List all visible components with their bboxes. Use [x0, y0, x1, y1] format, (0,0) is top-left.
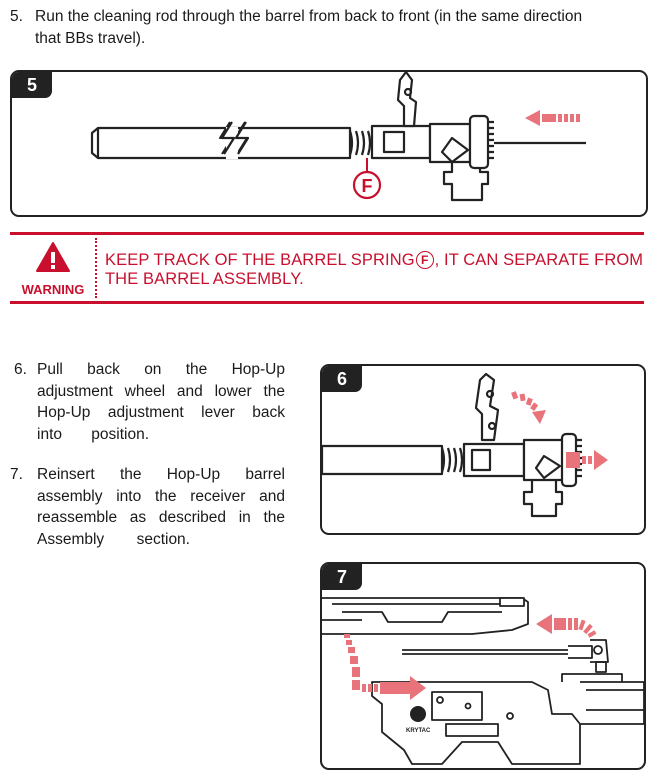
warning-divider — [95, 238, 97, 298]
step-7-line-3: reassemble as described in the — [37, 509, 285, 526]
step-7-line-1: Reinsert the Hop-Up barrel — [37, 466, 285, 483]
step-6-line-1: Pull back on the Hop-Up — [37, 361, 285, 378]
warning-text-line-2: THE BARREL ASSEMBLY. — [105, 270, 304, 288]
warning-callout-f: F — [415, 251, 434, 269]
step-6-text: Pull back on the Hop-Up adjustment wheel… — [37, 359, 285, 445]
step-5-number: 5. — [10, 8, 23, 25]
step-6-line-3: Hop-Up adjustment lever back — [37, 404, 285, 421]
hop-up-adjust-drawing — [322, 372, 608, 518]
warning-bottom-rule — [10, 301, 644, 304]
receiver-reassembly-drawing: KRYTAC — [322, 597, 644, 765]
step-7-text: Reinsert the Hop-Up barrel assembly into… — [37, 464, 285, 550]
step-7-number: 7. — [10, 466, 23, 483]
step-6-badge: 6 — [322, 366, 362, 392]
warning-top-rule — [10, 232, 644, 235]
step-5-text-line-2: that BBs travel). — [35, 30, 146, 47]
brand-label: KRYTAC — [406, 728, 431, 734]
step-5-illustration: 5 — [10, 70, 648, 217]
step-6-number: 6. — [14, 361, 27, 378]
warning-text-suffix: , IT CAN SEPARATE FROM — [434, 251, 644, 269]
barrel-assembly-drawing: F — [90, 72, 586, 202]
step-7-line-4: Assembly section. — [37, 530, 190, 548]
step-6-line-4: into position. — [37, 425, 149, 443]
warning-label: WARNING — [21, 282, 85, 297]
step-6-illustration: 6 — [320, 364, 646, 535]
step-7-illustration: 7 KRY — [320, 562, 646, 770]
warning-text-prefix: KEEP TRACK OF THE BARREL SPRING — [105, 251, 415, 269]
step-5-badge: 5 — [12, 72, 52, 98]
step-7-badge: 7 — [322, 564, 362, 590]
step-5-text-line-1: Run the cleaning rod through the barrel … — [35, 8, 583, 25]
callout-f-label: F — [362, 176, 373, 196]
brand-emblem-icon — [410, 706, 426, 722]
step-6-line-2: adjustment wheel and lower the — [37, 382, 285, 400]
step-7-line-2: assembly into the receiver and — [37, 487, 285, 505]
callout-f-circle — [352, 170, 382, 200]
warning-icon — [36, 242, 70, 272]
